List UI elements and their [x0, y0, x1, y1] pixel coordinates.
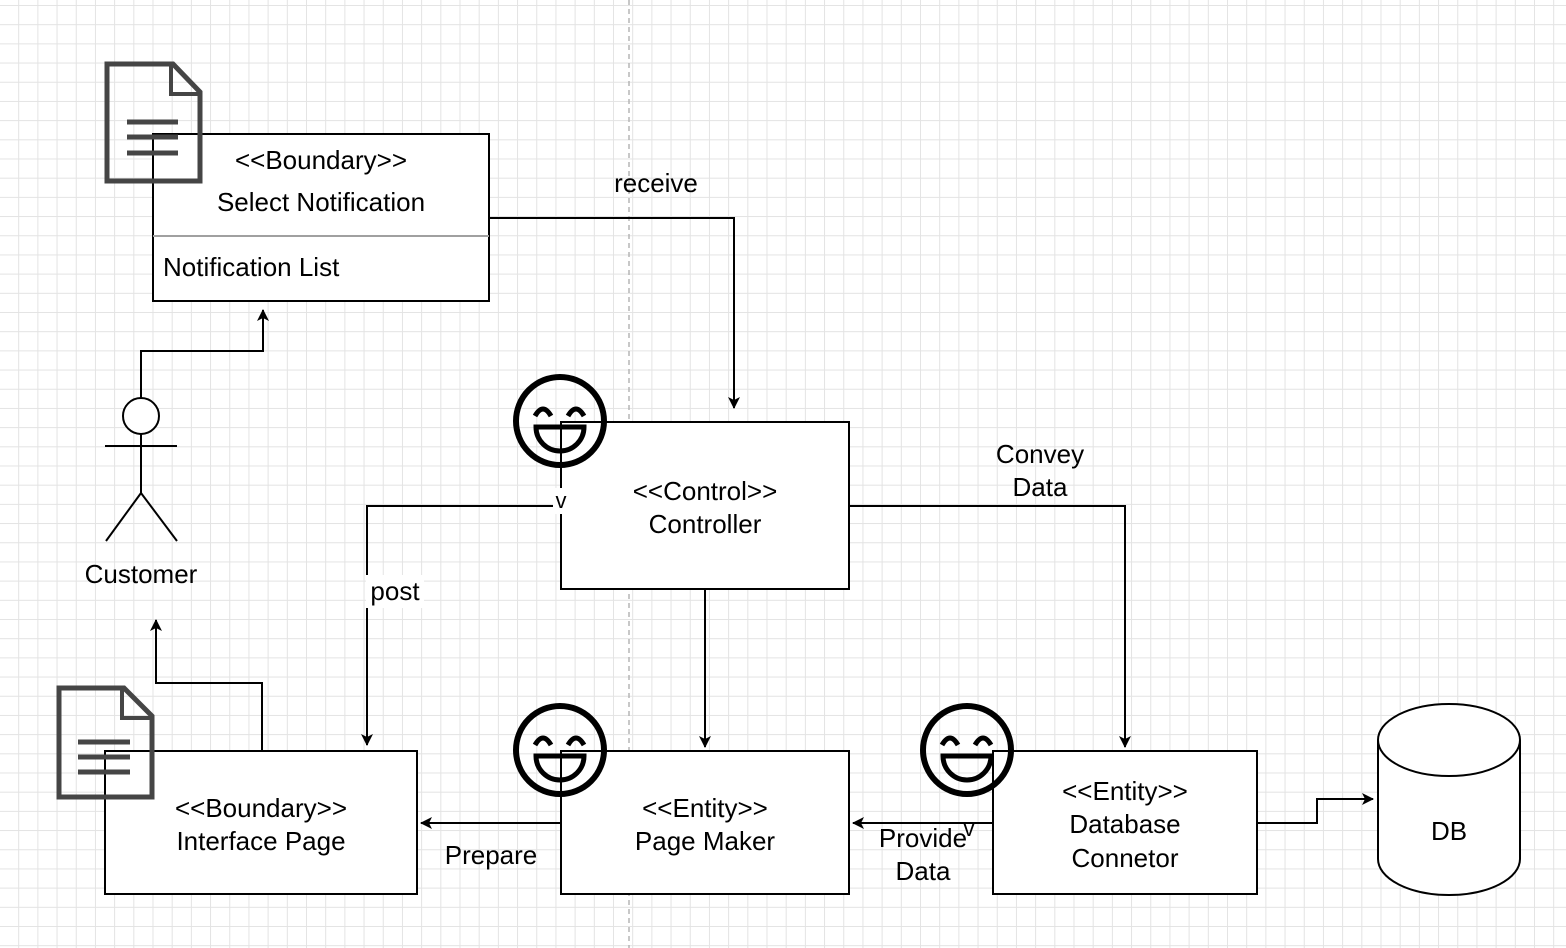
smiley-icon — [920, 703, 1014, 797]
v-marker: v — [553, 488, 569, 514]
document-icon — [56, 685, 155, 800]
edge-label-provide-line1: Provide — [878, 823, 968, 853]
select-notification-title: Select Notification — [216, 187, 426, 217]
page-maker-box[interactable] — [560, 750, 850, 895]
database-connector-title-line1: Database — [1069, 809, 1181, 839]
interface-page-stereotype: <<Boundary>> — [174, 793, 348, 823]
customer-label: Customer — [84, 559, 198, 589]
database-connector-box[interactable] — [992, 750, 1258, 895]
edge-label-prepare: Prepare — [444, 840, 538, 870]
edge-actor-to-select[interactable] — [140, 309, 269, 398]
select-notification-stereotype: <<Boundary>> — [234, 145, 408, 175]
page-maker-title: Page Maker — [634, 826, 776, 856]
edge-connector-to-db[interactable] — [1257, 793, 1374, 824]
database-connector-stereotype: <<Entity>> — [1062, 776, 1188, 806]
edge-label-provide-line2: Data — [895, 856, 951, 886]
edge-label-convey-line1: Convey — [995, 439, 1085, 469]
cylinder-icon[interactable] — [1377, 703, 1521, 896]
db-label: DB — [1430, 816, 1468, 846]
page-maker-stereotype: <<Entity>> — [642, 793, 768, 823]
v-marker: v — [963, 816, 975, 841]
customer-actor-icon[interactable] — [105, 397, 178, 542]
interface-page-title: Interface Page — [176, 826, 346, 856]
document-icon — [104, 61, 203, 184]
smiley-icon — [513, 703, 607, 797]
edge-label-convey-line2: Data — [1012, 472, 1068, 502]
edge-interface-to-customer[interactable] — [150, 619, 263, 751]
controller-title: Controller — [648, 509, 762, 539]
select-notification-box[interactable] — [152, 133, 490, 302]
edge-receive[interactable] — [489, 217, 740, 409]
edge-convey-data[interactable] — [849, 505, 1131, 748]
database-connector-title-line2: Connetor — [1071, 843, 1179, 873]
edge-label-post: post — [366, 575, 424, 608]
edge-post[interactable] — [361, 505, 561, 746]
controller-stereotype: <<Control>> — [632, 476, 778, 506]
edge-label-receive: receive — [614, 168, 698, 198]
notification-list-attribute: Notification List — [163, 252, 340, 282]
